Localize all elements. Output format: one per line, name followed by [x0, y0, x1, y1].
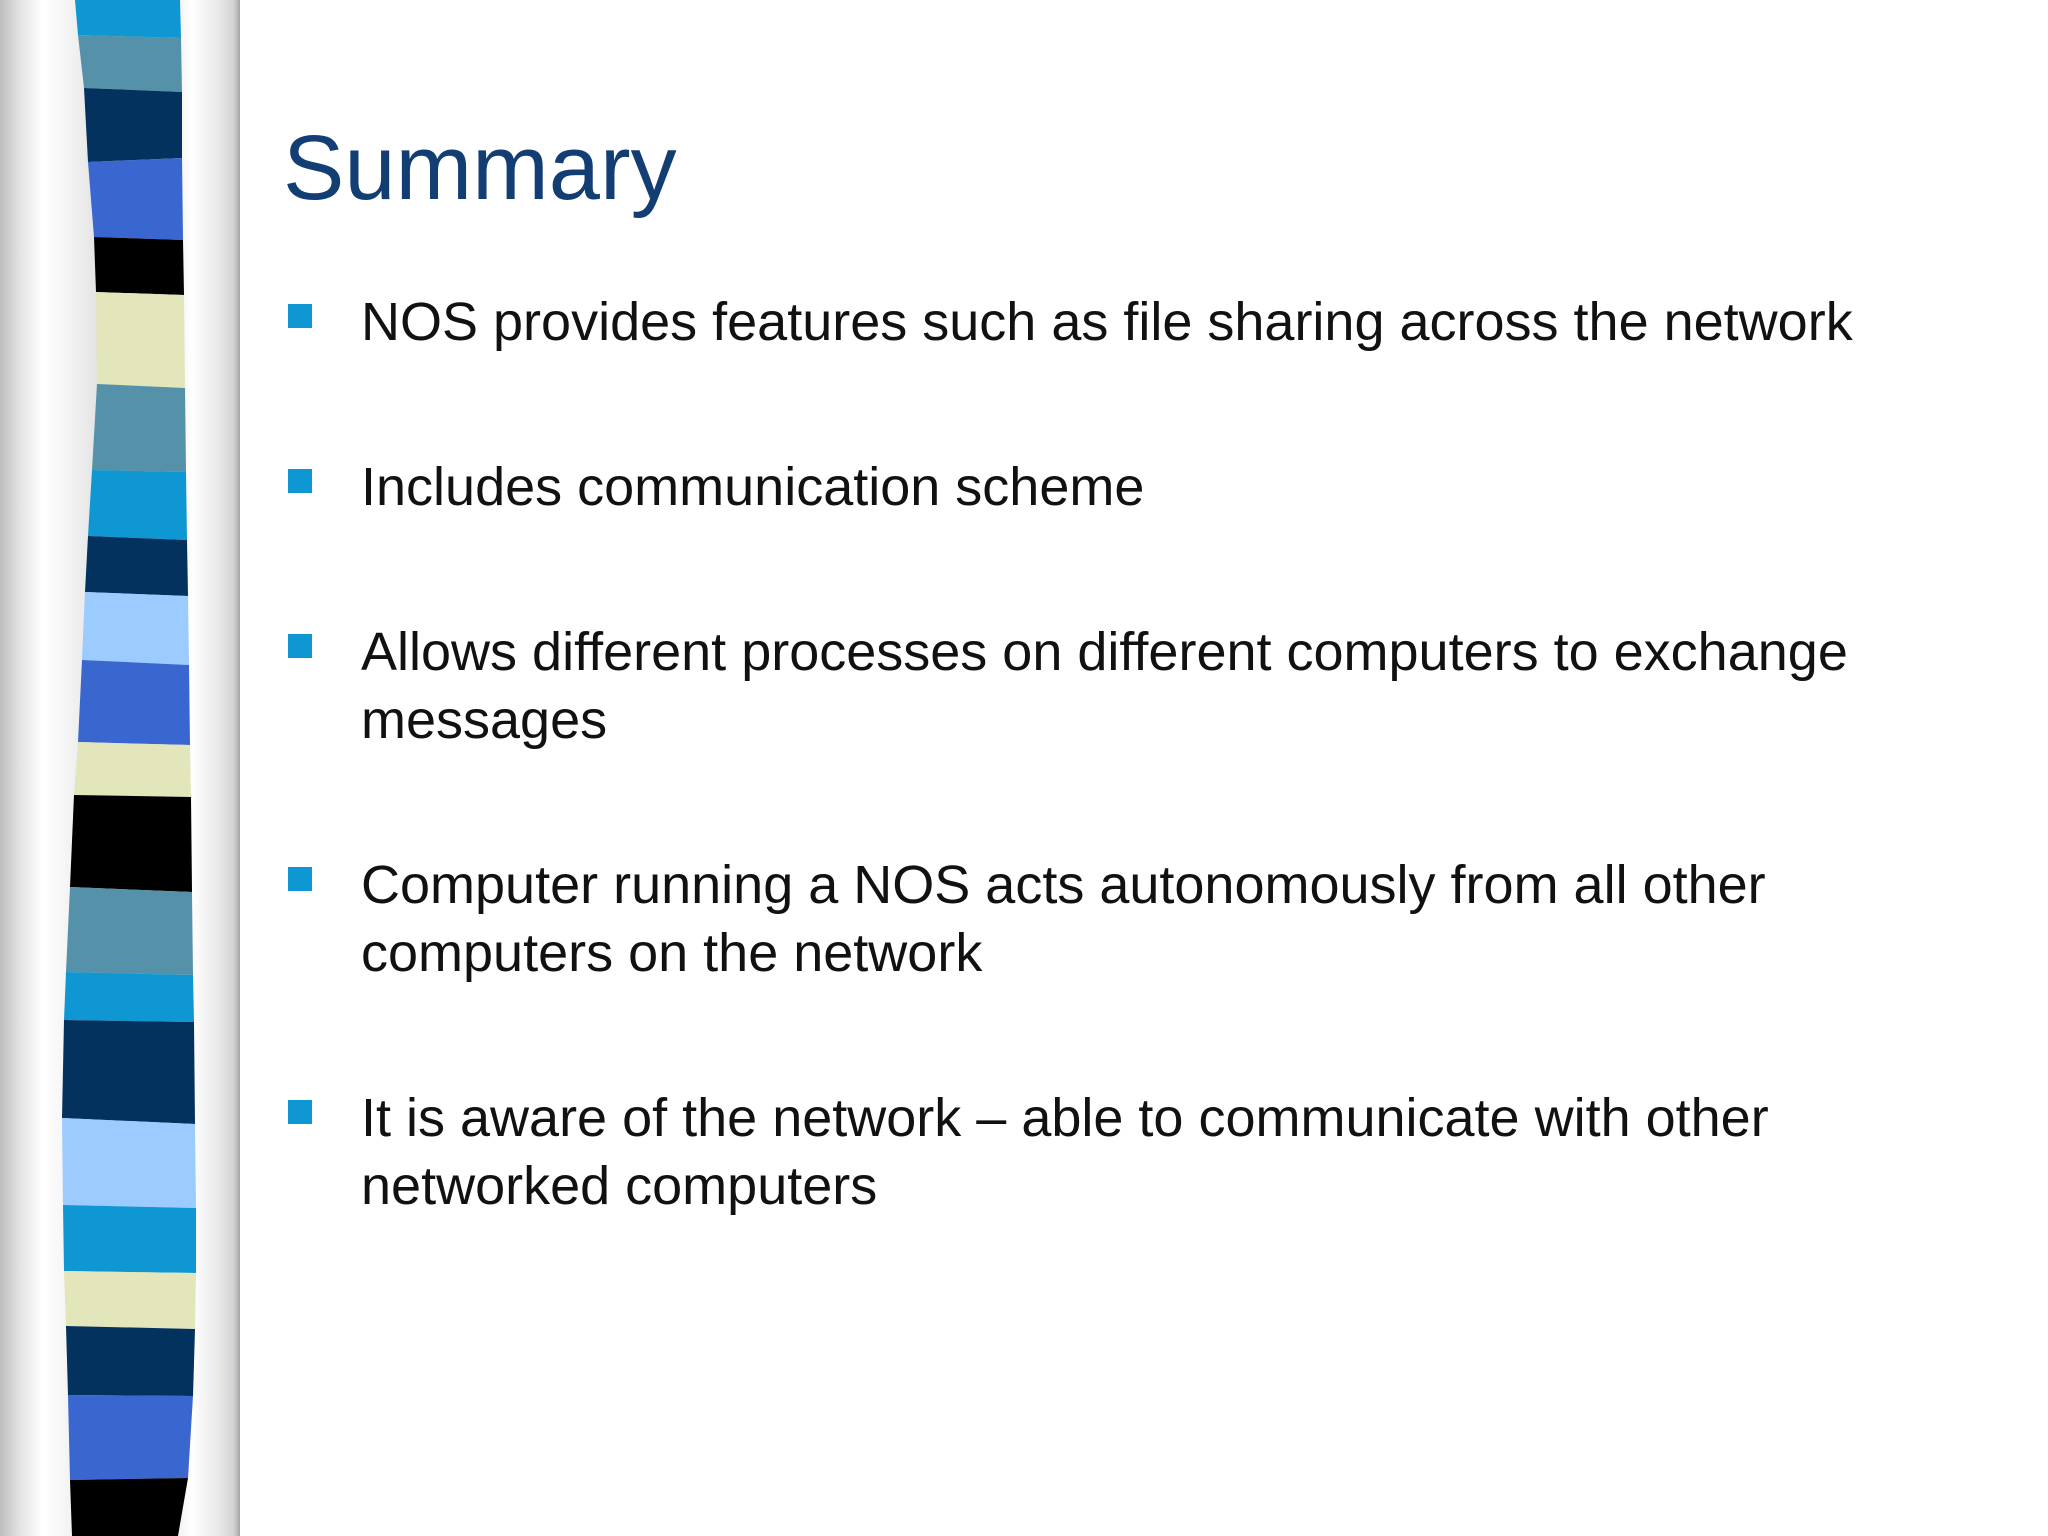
stripe-segment	[96, 292, 185, 388]
stripe-segment	[66, 1326, 195, 1396]
stripe-segment	[94, 237, 184, 295]
stripe-segment	[62, 1118, 196, 1208]
stripe-segment	[88, 158, 183, 240]
bullet-list: NOS provides features such as file shari…	[283, 288, 1983, 1220]
stripe-segment	[74, 742, 191, 797]
stripe-segment	[92, 384, 186, 472]
bullet-text: It is aware of the network – able to com…	[361, 1088, 1769, 1216]
stripe-segment	[68, 1395, 193, 1480]
square-bullet-icon	[288, 304, 312, 328]
bullet-item: Includes communication scheme	[283, 453, 1983, 521]
bullet-text: NOS provides features such as file shari…	[361, 292, 1853, 352]
stripe-segment	[64, 1271, 196, 1329]
decorative-stripe-band	[62, 0, 196, 1536]
stripe-segment	[84, 88, 182, 162]
stripe-segment	[88, 470, 187, 540]
stripe-segment	[64, 972, 194, 1022]
square-bullet-icon	[288, 867, 312, 891]
stripe-segment	[63, 1205, 196, 1273]
stripe-segment	[66, 887, 193, 975]
stripe-segment	[78, 660, 190, 745]
square-bullet-icon	[288, 469, 312, 493]
stripe-segment	[78, 35, 182, 92]
slide-title: Summary	[283, 117, 677, 219]
bullet-item: Computer running a NOS acts autonomously…	[283, 851, 1983, 987]
bullet-item: NOS provides features such as file shari…	[283, 288, 1983, 356]
stripe-segment	[62, 1020, 195, 1124]
stripe-segment	[85, 536, 188, 596]
stripe-segment	[70, 1478, 188, 1536]
stripe-segment	[82, 592, 189, 665]
stripe-segment	[75, 0, 181, 38]
bullet-text: Includes communication scheme	[361, 457, 1145, 517]
square-bullet-icon	[288, 634, 312, 658]
bullet-item: It is aware of the network – able to com…	[283, 1084, 1983, 1220]
bullet-item: Allows different processes on different …	[283, 618, 1983, 754]
square-bullet-icon	[288, 1100, 312, 1124]
bullet-text: Computer running a NOS acts autonomously…	[361, 855, 1766, 983]
stripe-segment	[70, 795, 192, 892]
bullet-text: Allows different processes on different …	[361, 622, 1848, 750]
slide-content: Summary NOS provides features such as fi…	[283, 0, 1983, 1536]
